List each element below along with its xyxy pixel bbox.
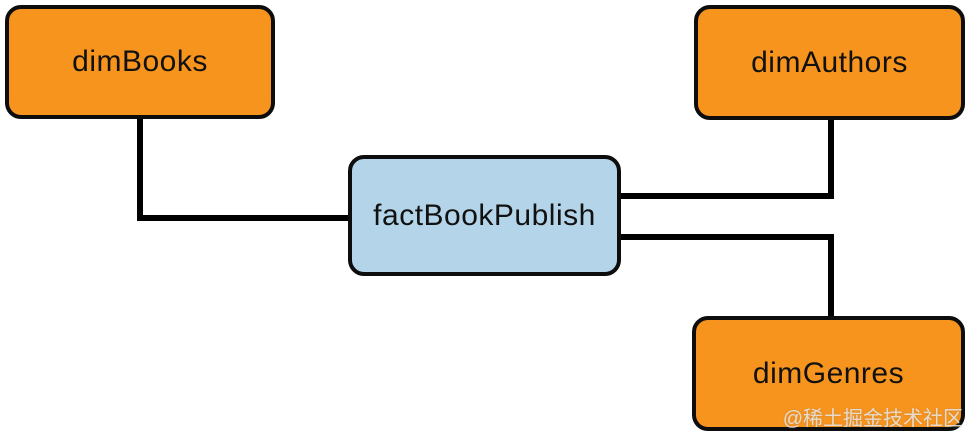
edge-dimbooks-fact-vertical bbox=[137, 117, 143, 221]
node-dimbooks-label: dimBooks bbox=[72, 45, 208, 78]
node-dimgenres-label: dimGenres bbox=[752, 356, 905, 390]
edge-dimbooks-fact-horizontal bbox=[137, 215, 350, 221]
node-factbookpublish-label: factBookPublish bbox=[373, 198, 596, 232]
node-dimauthors: dimAuthors bbox=[694, 5, 965, 120]
edge-fact-dimgenres-vertical bbox=[828, 234, 834, 318]
edge-fact-dimgenres-horizontal bbox=[619, 234, 834, 240]
node-dimauthors-label: dimAuthors bbox=[751, 45, 908, 79]
edge-fact-dimauthors-horizontal bbox=[619, 193, 834, 199]
node-dimbooks: dimBooks bbox=[5, 5, 275, 119]
node-dimgenres: dimGenres bbox=[692, 316, 965, 431]
edge-fact-dimauthors-vertical bbox=[828, 118, 834, 199]
node-factbookpublish: factBookPublish bbox=[348, 155, 621, 276]
